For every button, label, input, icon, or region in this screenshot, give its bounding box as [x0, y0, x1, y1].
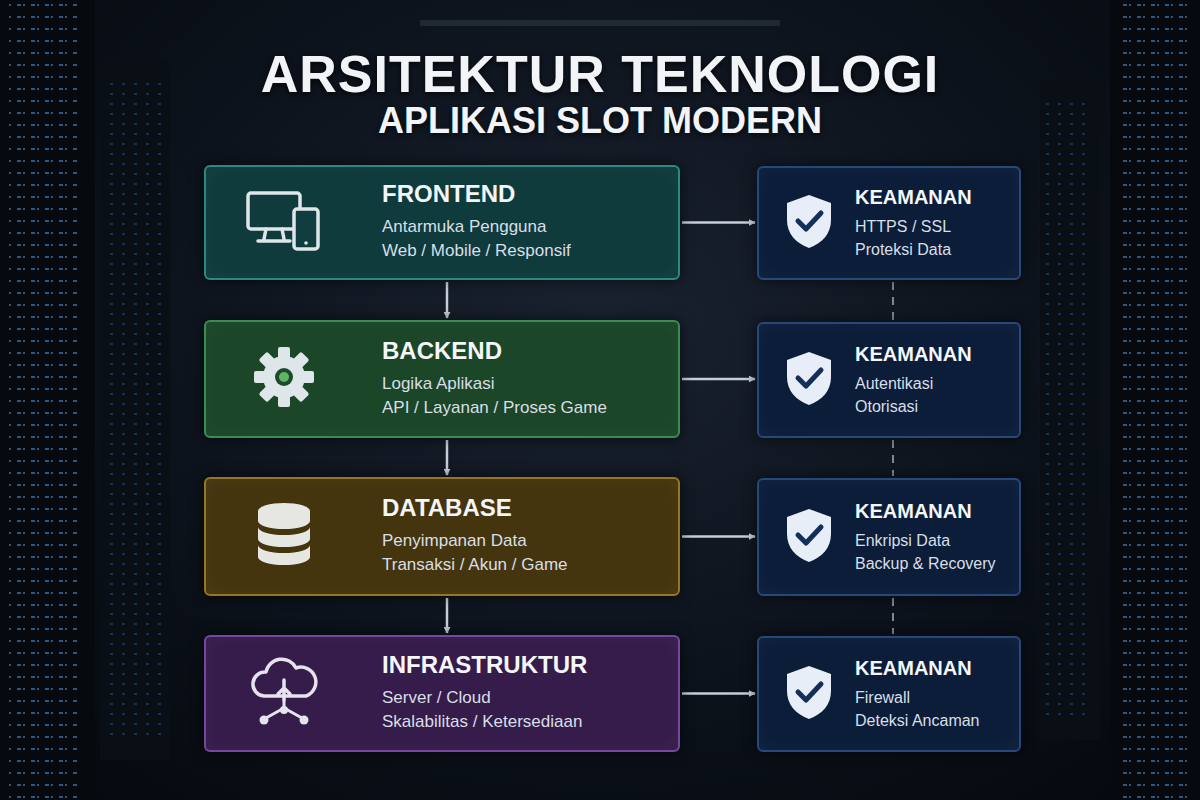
- flow-arrow: [682, 221, 755, 224]
- box-detail: Skalabilitas / Ketersediaan: [382, 710, 587, 735]
- box-detail: API / Layanan / Proses Game: [382, 396, 607, 421]
- box-heading: KEAMANAN: [855, 499, 996, 523]
- security-box: KEAMANAN HTTPS / SSLProteksi Data: [757, 166, 1021, 280]
- flow-arrow: [682, 378, 755, 381]
- box-detail: Firewall: [855, 686, 980, 709]
- box-detail: HTTPS / SSL: [855, 215, 972, 238]
- flow-arrow: [682, 535, 755, 538]
- box-heading: DATABASE: [382, 494, 568, 523]
- box-heading: INFRASTRUKTUR: [382, 651, 587, 680]
- box-detail: Logika Aplikasi: [382, 372, 607, 397]
- gear-icon: [244, 337, 324, 421]
- box-detail: Web / Mobile / Responsif: [382, 239, 571, 264]
- box-detail: Enkripsi Data: [855, 529, 996, 552]
- flow-arrow: [446, 282, 449, 318]
- box-detail: Proteksi Data: [855, 238, 972, 261]
- title: ARSITEKTUR TEKNOLOGI: [0, 44, 1200, 104]
- box-heading: KEAMANAN: [855, 185, 972, 209]
- box-detail: Penyimpanan Data: [382, 529, 568, 554]
- security-box: KEAMANAN Enkripsi DataBackup & Recovery: [757, 478, 1021, 596]
- dashed-link: [892, 282, 894, 320]
- db-icon: [244, 495, 324, 579]
- box-heading: FRONTEND: [382, 180, 571, 209]
- box-detail: Backup & Recovery: [855, 552, 996, 575]
- dashed-link: [892, 440, 894, 476]
- box-detail: Autentikasi: [855, 372, 972, 395]
- security-box: KEAMANAN FirewallDeteksi Ancaman: [757, 636, 1021, 752]
- shield-icon: [781, 662, 837, 726]
- flow-arrow: [446, 598, 449, 633]
- devices-icon: [244, 181, 324, 265]
- box-detail: Deteksi Ancaman: [855, 709, 980, 732]
- box-heading: BACKEND: [382, 337, 607, 366]
- frontend-box: FRONTEND Antarmuka PenggunaWeb / Mobile /…: [204, 165, 680, 280]
- shield-icon: [781, 348, 837, 412]
- cloud-icon: [244, 652, 324, 736]
- backend-box: BACKEND Logika AplikasiAPI / Layanan / Pr…: [204, 320, 680, 438]
- infrastructure-box: INFRASTRUKTUR Server / CloudSkalabilitas …: [204, 635, 680, 752]
- shield-icon: [781, 191, 837, 255]
- dashed-link: [892, 598, 894, 634]
- box-heading: KEAMANAN: [855, 342, 972, 366]
- box-detail: Transaksi / Akun / Game: [382, 553, 568, 578]
- security-box: KEAMANAN AutentikasiOtorisasi: [757, 322, 1021, 438]
- flow-arrow: [446, 440, 449, 475]
- box-detail: Antarmuka Pengguna: [382, 215, 571, 240]
- subtitle: APLIKASI SLOT MODERN: [0, 100, 1200, 142]
- database-box: DATABASE Penyimpanan DataTransaksi / Akun…: [204, 477, 680, 596]
- box-detail: Otorisasi: [855, 395, 972, 418]
- box-heading: KEAMANAN: [855, 656, 980, 680]
- flow-arrow: [682, 692, 755, 695]
- box-detail: Server / Cloud: [382, 686, 587, 711]
- shield-icon: [781, 505, 837, 569]
